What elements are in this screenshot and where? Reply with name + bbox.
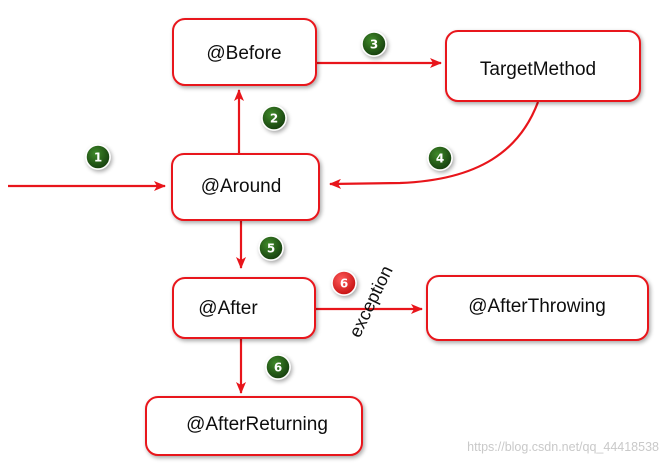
node-before: @Before [172,18,317,86]
step-1-badge: 1 [85,144,111,170]
node-after-throwing: @AfterThrowing [426,275,649,341]
step-2-badge: 2 [261,105,287,131]
node-before-label: @Before [206,43,281,64]
step-4-number: 4 [436,152,444,166]
node-after-returning-label: @AfterReturning [186,414,328,435]
step-4-badge: 4 [427,145,453,171]
node-after-throwing-label: @AfterThrowing [468,296,606,317]
step-5-badge: 5 [258,235,284,261]
step-6-returning-number: 6 [274,361,282,375]
step-3-number: 3 [370,38,378,52]
node-after: @After [172,277,316,339]
node-around-label: @Around [201,176,282,197]
node-after-label: @After [198,298,258,319]
watermark-text: https://blog.csdn.net/qq_44418538 [467,440,659,454]
step-5-number: 5 [267,242,275,256]
step-6-exception-badge: 6 [331,270,357,296]
edge-targetmethod-to-around [329,101,540,189]
node-after-returning: @AfterReturning [145,396,363,456]
node-around: @Around [171,153,320,221]
step-6-returning-badge: 6 [265,354,291,380]
step-2-number: 2 [270,112,278,126]
step-1-number: 1 [94,151,102,165]
step-6-exception-number: 6 [340,277,348,291]
node-target-method-label: TargetMethod [480,59,596,80]
step-3-badge: 3 [361,31,387,57]
node-target-method: TargetMethod [445,30,641,102]
